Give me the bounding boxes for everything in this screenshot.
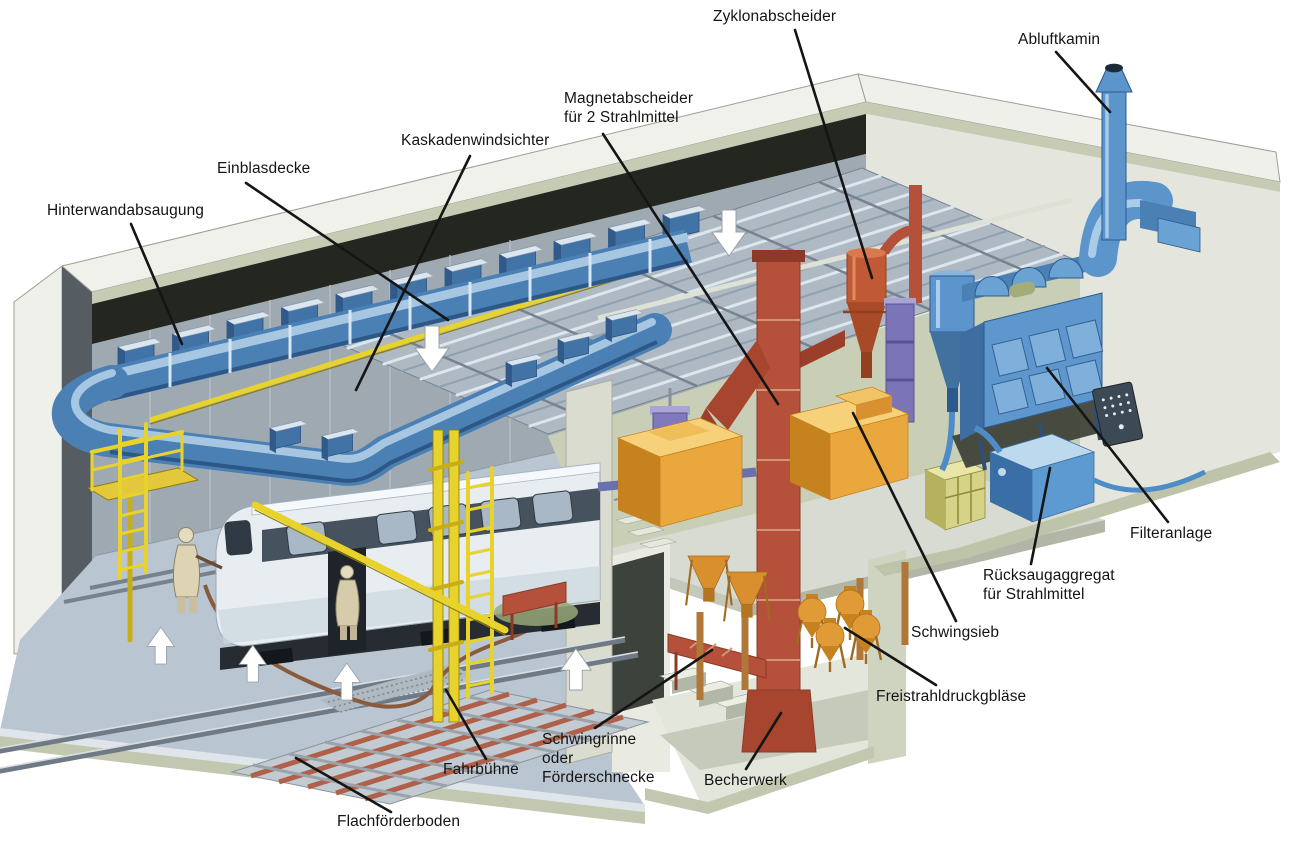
media-recovery-machinery <box>494 185 987 753</box>
leader-flachfoerderboden <box>294 756 393 814</box>
worker-in-doorway <box>335 565 360 640</box>
roof-concrete-strip-right <box>866 102 1280 192</box>
label-ruecksaugaggregat: Rücksaugaggregat für Strahlmittel <box>983 567 1115 603</box>
schwingrinne-inlet <box>502 581 567 640</box>
zyklonabscheider-cyclone <box>843 185 922 378</box>
control-panel <box>1092 381 1144 447</box>
car-roof-band <box>251 462 601 516</box>
pit-right-wall <box>868 550 906 764</box>
left-service-platform <box>86 422 200 643</box>
filter-shadow <box>952 398 1118 468</box>
duct-back-run <box>106 229 692 401</box>
leader-freistrahldruckgeblaese <box>843 626 938 687</box>
leader-becherwerk <box>744 711 783 771</box>
mid-mast <box>428 429 464 723</box>
leader-schwingrinne <box>593 648 714 730</box>
roof-concrete-strip <box>92 102 866 304</box>
label-hinterwandabsaugung: Hinterwandabsaugung <box>47 202 205 219</box>
ruecksaugaggregat-box <box>973 425 1207 523</box>
front-guardrail-edge <box>254 509 506 636</box>
car-cab-window <box>224 520 253 556</box>
car-lower-shade <box>218 566 600 644</box>
becherwerk-elevator <box>672 250 845 753</box>
wall-catwalk-rail-edge <box>149 257 689 425</box>
wall-top-dark-band <box>92 114 866 346</box>
front-guardrail <box>251 501 509 634</box>
label-magnetabscheider: Magnetabscheider für 2 Strahlmittel <box>564 90 694 126</box>
abluftkamin-stack <box>1095 63 1133 241</box>
einblasdecke-duct-ring <box>51 229 692 486</box>
label-freistrahldruckgeblaese: Freistrahldruckgbläse <box>876 688 1027 705</box>
label-fahrbuehne: Fahrbühne <box>443 761 519 778</box>
leader-lines <box>129 28 1170 814</box>
label-zyklonabscheider: Zyklonabscheider <box>713 8 837 25</box>
pit-opening <box>612 552 664 714</box>
leader-filteranlage <box>1045 366 1170 524</box>
left-wall-cut-face <box>62 266 92 650</box>
duct-front-run-highlight <box>71 318 656 463</box>
leader-einblasdecke <box>244 181 450 322</box>
left-outer-wall <box>13 265 63 655</box>
cage-unit <box>923 459 987 531</box>
label-becherwerk: Becherwerk <box>704 772 787 789</box>
leader-fahrbuehne <box>444 688 488 761</box>
worker-on-platform <box>172 527 223 613</box>
duct-front-run-shade <box>109 340 658 483</box>
leader-ruecksaugaggregat <box>1029 466 1052 566</box>
label-schwingsieb: Schwingsieb <box>911 624 1000 641</box>
leader-kaskadenwindsichter <box>354 154 472 392</box>
label-schwingrinne: Schwingrinne oder Förderschnecke <box>542 731 655 786</box>
leader-abluftkamin <box>1054 50 1112 114</box>
label-flachfoerderboden: Flachförderboden <box>337 813 461 830</box>
duct-back-run-shade <box>109 259 689 401</box>
duct-flanges <box>168 239 652 387</box>
leader-magnetabscheider <box>601 132 780 406</box>
suction-pipe <box>973 425 1003 454</box>
mid-ladder <box>466 466 494 699</box>
filteranlage-cabinet <box>960 252 1104 471</box>
duct-back-run-highlight <box>108 232 690 380</box>
label-einblasdecke: Einblasdecke <box>217 160 311 177</box>
schwingsieb-screen <box>834 386 894 421</box>
label-kaskadenwindsichter: Kaskadenwindsichter <box>401 132 550 149</box>
label-abluftkamin: Abluftkamin <box>1018 31 1101 48</box>
strahlmittel-bin-1 <box>616 417 744 528</box>
label-filteranlage: Filteranlage <box>1130 525 1213 542</box>
filter-section <box>929 63 1207 523</box>
fahrbuehne-platforms <box>86 422 509 723</box>
leader-schwingsieb <box>851 411 958 623</box>
return-pipe <box>1092 469 1207 493</box>
machine-floor-edge-band-left <box>874 548 968 576</box>
leader-hinterwandabsaugung <box>129 222 184 346</box>
crane-beam <box>597 197 1073 321</box>
leader-zyklonabscheider <box>793 28 874 280</box>
